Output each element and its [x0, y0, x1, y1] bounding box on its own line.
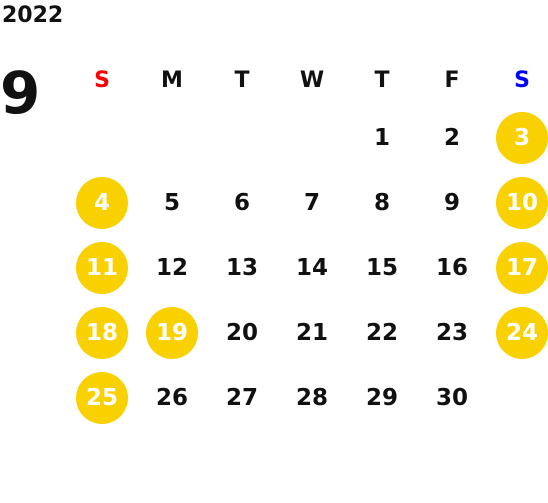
- day-number-holiday[interactable]: 3: [496, 111, 548, 164]
- week-row: 1 2 3: [67, 105, 548, 170]
- day-cell[interactable]: 27: [207, 365, 277, 430]
- day-cell[interactable]: 5: [137, 170, 207, 235]
- day-cell[interactable]: 8: [347, 170, 417, 235]
- day-number[interactable]: 1: [373, 124, 390, 151]
- weekday-header: S: [487, 55, 548, 105]
- day-cell: [67, 105, 137, 170]
- day-cell[interactable]: 26: [137, 365, 207, 430]
- day-cell[interactable]: 6: [207, 170, 277, 235]
- day-cell[interactable]: 12: [137, 235, 207, 300]
- day-number[interactable]: 22: [365, 319, 398, 346]
- week-row: 25 26 27 28 29 30: [67, 365, 548, 430]
- day-cell[interactable]: 9: [417, 170, 487, 235]
- day-cell[interactable]: 20: [207, 300, 277, 365]
- day-number-holiday[interactable]: 24: [496, 306, 548, 359]
- day-cell[interactable]: 24: [487, 300, 548, 365]
- day-cell[interactable]: 18: [67, 300, 137, 365]
- day-cell[interactable]: 2: [417, 105, 487, 170]
- day-number[interactable]: 21: [295, 319, 328, 346]
- day-cell[interactable]: 25: [67, 365, 137, 430]
- day-cell[interactable]: 7: [277, 170, 347, 235]
- weekday-label: T: [234, 67, 250, 93]
- weekday-header: S: [67, 55, 137, 105]
- calendar-grid: S M T W T F S 1 2 3 4 5 6 7 8 9 10 11 12…: [67, 55, 548, 430]
- day-number-holiday[interactable]: 10: [496, 176, 548, 229]
- day-cell[interactable]: 10: [487, 170, 548, 235]
- weekday-label: M: [161, 67, 183, 93]
- weekday-header: M: [137, 55, 207, 105]
- weekday-label: W: [299, 67, 325, 93]
- weekday-label: S: [94, 67, 110, 93]
- day-cell[interactable]: 3: [487, 105, 548, 170]
- day-number[interactable]: 27: [225, 384, 258, 411]
- day-cell: [137, 105, 207, 170]
- day-cell[interactable]: 23: [417, 300, 487, 365]
- day-cell[interactable]: 4: [67, 170, 137, 235]
- week-row: 11 12 13 14 15 16 17: [67, 235, 548, 300]
- day-cell[interactable]: 30: [417, 365, 487, 430]
- day-number[interactable]: 13: [225, 254, 258, 281]
- day-number[interactable]: 20: [225, 319, 258, 346]
- day-cell[interactable]: 15: [347, 235, 417, 300]
- day-number[interactable]: 28: [295, 384, 328, 411]
- weekday-header: T: [207, 55, 277, 105]
- day-cell[interactable]: 14: [277, 235, 347, 300]
- day-number: [216, 112, 268, 164]
- weekday-header: T: [347, 55, 417, 105]
- day-number[interactable]: 12: [155, 254, 188, 281]
- week-row: 4 5 6 7 8 9 10: [67, 170, 548, 235]
- weekday-label: T: [374, 67, 390, 93]
- year-label: 2022: [2, 3, 64, 28]
- day-cell[interactable]: 1: [347, 105, 417, 170]
- day-cell[interactable]: 19: [137, 300, 207, 365]
- day-number-holiday[interactable]: 17: [496, 241, 548, 294]
- day-number[interactable]: 14: [295, 254, 328, 281]
- weekday-header: F: [417, 55, 487, 105]
- day-number-holiday[interactable]: 4: [76, 176, 128, 229]
- day-number[interactable]: 5: [163, 189, 180, 216]
- day-cell[interactable]: 29: [347, 365, 417, 430]
- day-cell: [277, 105, 347, 170]
- day-number: [286, 112, 338, 164]
- day-cell[interactable]: 28: [277, 365, 347, 430]
- day-number-holiday[interactable]: 25: [76, 371, 128, 424]
- day-number[interactable]: 15: [365, 254, 398, 281]
- day-number[interactable]: 23: [435, 319, 468, 346]
- day-number[interactable]: 9: [443, 189, 460, 216]
- weekday-header-row: S M T W T F S: [67, 55, 548, 105]
- day-number[interactable]: 30: [435, 384, 468, 411]
- day-cell: [487, 365, 548, 430]
- day-number[interactable]: 8: [373, 189, 390, 216]
- day-number-holiday[interactable]: 18: [76, 306, 128, 359]
- day-cell[interactable]: 22: [347, 300, 417, 365]
- day-number-holiday[interactable]: 11: [76, 241, 128, 294]
- day-cell[interactable]: 11: [67, 235, 137, 300]
- day-number[interactable]: 16: [435, 254, 468, 281]
- weekday-header: W: [277, 55, 347, 105]
- day-number[interactable]: 26: [155, 384, 188, 411]
- month-number: 9: [0, 59, 41, 127]
- weekday-label: F: [444, 67, 460, 93]
- day-number: [76, 112, 128, 164]
- weekday-label: S: [514, 67, 530, 93]
- day-number[interactable]: 2: [443, 124, 460, 151]
- day-number[interactable]: 6: [233, 189, 250, 216]
- day-number: [496, 372, 548, 424]
- day-cell[interactable]: 21: [277, 300, 347, 365]
- day-number-holiday[interactable]: 19: [146, 306, 198, 359]
- day-number[interactable]: 7: [303, 189, 320, 216]
- day-cell[interactable]: 16: [417, 235, 487, 300]
- week-row: 18 19 20 21 22 23 24: [67, 300, 548, 365]
- day-cell: [207, 105, 277, 170]
- day-number: [146, 112, 198, 164]
- day-cell[interactable]: 17: [487, 235, 548, 300]
- day-number[interactable]: 29: [365, 384, 398, 411]
- day-cell[interactable]: 13: [207, 235, 277, 300]
